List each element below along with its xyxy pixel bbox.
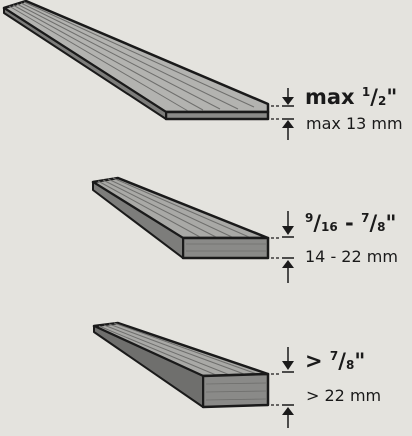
thin-metric-label: max 13 mm — [306, 114, 403, 133]
thin-board-grain — [8, 1, 255, 112]
thin-board-side — [3, 7, 167, 120]
thin-board — [2, 0, 270, 121]
medium-board-side — [92, 181, 184, 259]
medium-imperial-denominator-b: 8 — [377, 220, 386, 234]
thick-board-front — [201, 372, 270, 409]
thick-board-grain — [98, 322, 258, 376]
thin-imperial-label: max 1/2" — [305, 85, 398, 109]
thick-arrow-up-head — [282, 407, 294, 415]
thin-board-front — [164, 110, 270, 121]
thin-arrow-down-head — [282, 97, 294, 105]
medium-dimension — [271, 211, 294, 283]
medium-board — [91, 176, 270, 260]
medium-imperial-numerator-b: 7 — [361, 211, 370, 225]
medium-arrow-up-head — [282, 260, 294, 268]
thick-board-side — [93, 325, 204, 408]
thick-imperial-numerator: 7 — [329, 349, 339, 363]
thin-dimension — [271, 88, 294, 140]
thick-dimension — [271, 347, 294, 428]
thick-arrow-down-head — [282, 361, 294, 370]
thin-imperial-prefix: max — [305, 85, 362, 109]
thick-imperial-label: > 7/8" — [305, 349, 366, 373]
medium-metric-label: 14 - 22 mm — [305, 247, 398, 266]
medium-imperial-separator: - — [337, 211, 362, 235]
thick-board — [92, 321, 270, 409]
medium-imperial-label: 9/16 - 7/8" — [305, 211, 397, 235]
medium-imperial-denominator-a: 16 — [321, 220, 338, 234]
thin-imperial-numerator: 1 — [361, 85, 371, 99]
medium-board-front — [181, 236, 270, 260]
thick-imperial-denominator: 8 — [345, 358, 355, 372]
medium-arrow-down-head — [282, 226, 294, 235]
thick-metric-label: > 22 mm — [306, 386, 382, 405]
thin-imperial-denominator: 2 — [377, 94, 387, 108]
medium-imperial-suffix: " — [385, 211, 397, 235]
thin-imperial-suffix: " — [386, 85, 398, 109]
thick-imperial-suffix: " — [354, 349, 366, 373]
medium-board-grain — [97, 177, 250, 238]
medium-imperial-numerator-a: 9 — [305, 211, 314, 225]
thick-imperial-prefix: > — [305, 349, 330, 373]
thin-arrow-up-head — [282, 120, 294, 128]
